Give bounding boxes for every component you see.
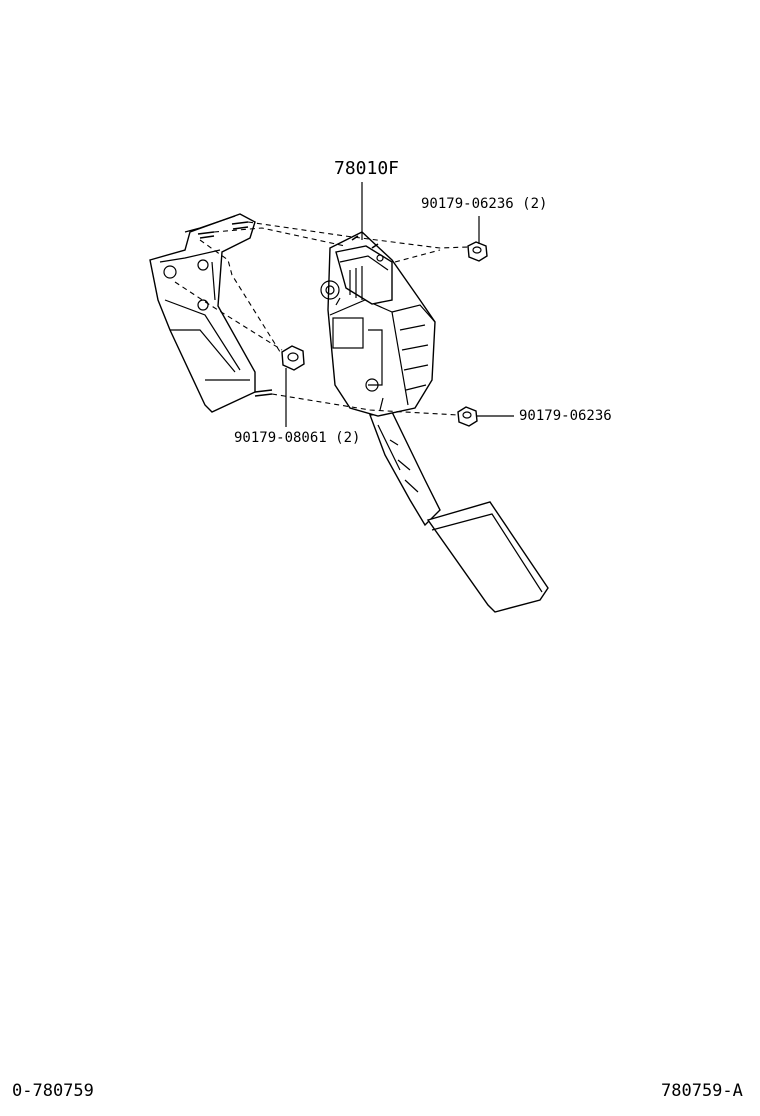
nut-left: [281, 345, 305, 371]
accelerator-pedal-assembly: [320, 231, 549, 613]
pedal-bracket: [149, 213, 256, 413]
bracket-bolts: [197, 221, 273, 397]
leader-lines: [285, 182, 514, 427]
part-label-nut-left: 90179-08061 (2): [234, 430, 361, 446]
nut-top-right: [467, 241, 488, 262]
part-label-nut-top-right: 90179-06236 (2): [421, 196, 548, 212]
part-label-main: 78010F: [334, 158, 400, 179]
footer-left-code: 0-780759: [12, 1081, 94, 1101]
footer-right-code: 780759-A: [661, 1081, 743, 1101]
assembly-dash-lines: [174, 221, 469, 416]
nut-right: [457, 406, 478, 427]
part-label-nut-right: 90179-06236: [519, 408, 612, 424]
